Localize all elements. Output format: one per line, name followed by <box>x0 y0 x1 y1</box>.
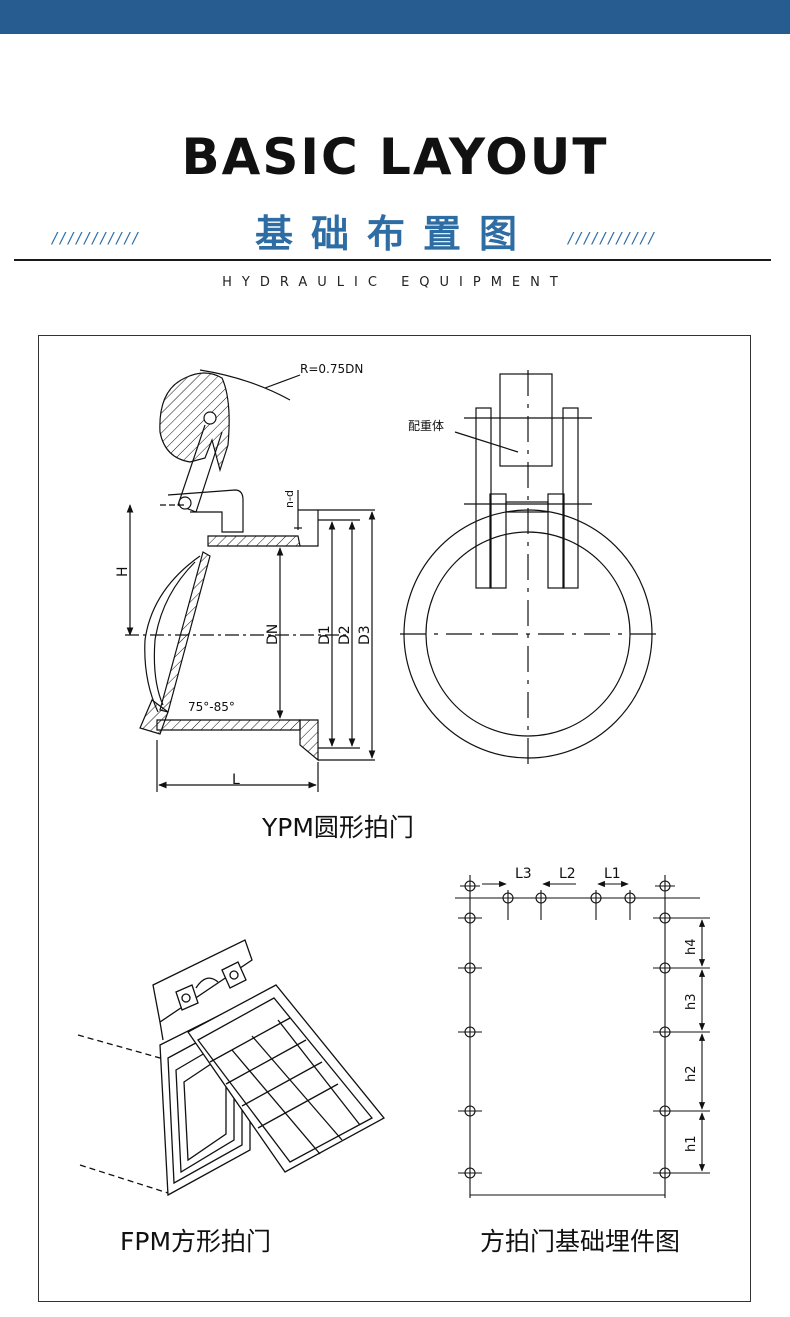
gate-seal-plate <box>159 551 211 713</box>
round-gate-side-view <box>125 369 376 792</box>
hinge-pin <box>178 496 192 510</box>
pipe-top-wall <box>207 535 301 547</box>
label-radius: R=0.75DN <box>300 362 363 376</box>
square-gate-isometric <box>77 939 385 1197</box>
radius-arc <box>199 369 291 401</box>
drawing-frame <box>38 335 751 1302</box>
header-divider <box>14 259 771 261</box>
label-h4: h4 <box>684 938 699 955</box>
embed-dimensions <box>482 880 710 1174</box>
embed-plan-view <box>455 875 710 1198</box>
round-gate-front-view <box>400 370 660 768</box>
label-counterweight: 配重体 <box>408 419 444 433</box>
decor-slashes-left: /////////// <box>52 229 141 247</box>
label-length: L <box>232 772 240 788</box>
caption-fpm: FPM方形拍门 <box>120 1227 272 1256</box>
top-banner-bar <box>0 0 790 34</box>
hinge-bracket <box>167 489 244 533</box>
label-d1: D1 <box>317 625 333 645</box>
gate-door-leaf <box>144 555 201 713</box>
top-flange <box>298 509 319 547</box>
front-counterweight <box>499 373 553 467</box>
page-tagline: HYDRAULIC EQUIPMENT <box>222 275 568 290</box>
label-angle: 75°-85° <box>188 700 235 714</box>
label-d2: D2 <box>337 625 353 645</box>
label-dn: DN <box>265 624 281 645</box>
caption-embed-plan: 方拍门基础埋件图 <box>480 1227 681 1256</box>
label-height: H <box>115 566 131 577</box>
gate-leaf <box>187 984 385 1173</box>
page-title: BASIC LAYOUT <box>181 128 609 186</box>
wall-bottom-dashed <box>79 1164 169 1194</box>
caption-ypm: YPM圆形拍门 <box>262 813 414 842</box>
bottom-flange <box>299 719 319 762</box>
label-holes: n-d <box>283 490 296 508</box>
label-d3: D3 <box>357 625 373 645</box>
label-h3: h3 <box>684 993 699 1010</box>
counterweight-body <box>159 372 230 473</box>
label-h1: h1 <box>684 1135 699 1152</box>
decor-slashes-right: /////////// <box>568 229 657 247</box>
pipe-bottom-wall <box>156 719 301 731</box>
label-h2: h2 <box>684 1065 699 1082</box>
anchor-bolt-marks <box>458 880 677 1179</box>
counterweight-pivot <box>203 411 217 425</box>
label-l2: L2 <box>559 866 576 882</box>
page-subtitle: 基础布置图 <box>254 212 535 256</box>
label-l3: L3 <box>515 866 532 882</box>
wall-top-dashed <box>77 1034 179 1064</box>
label-l1: L1 <box>604 866 621 882</box>
